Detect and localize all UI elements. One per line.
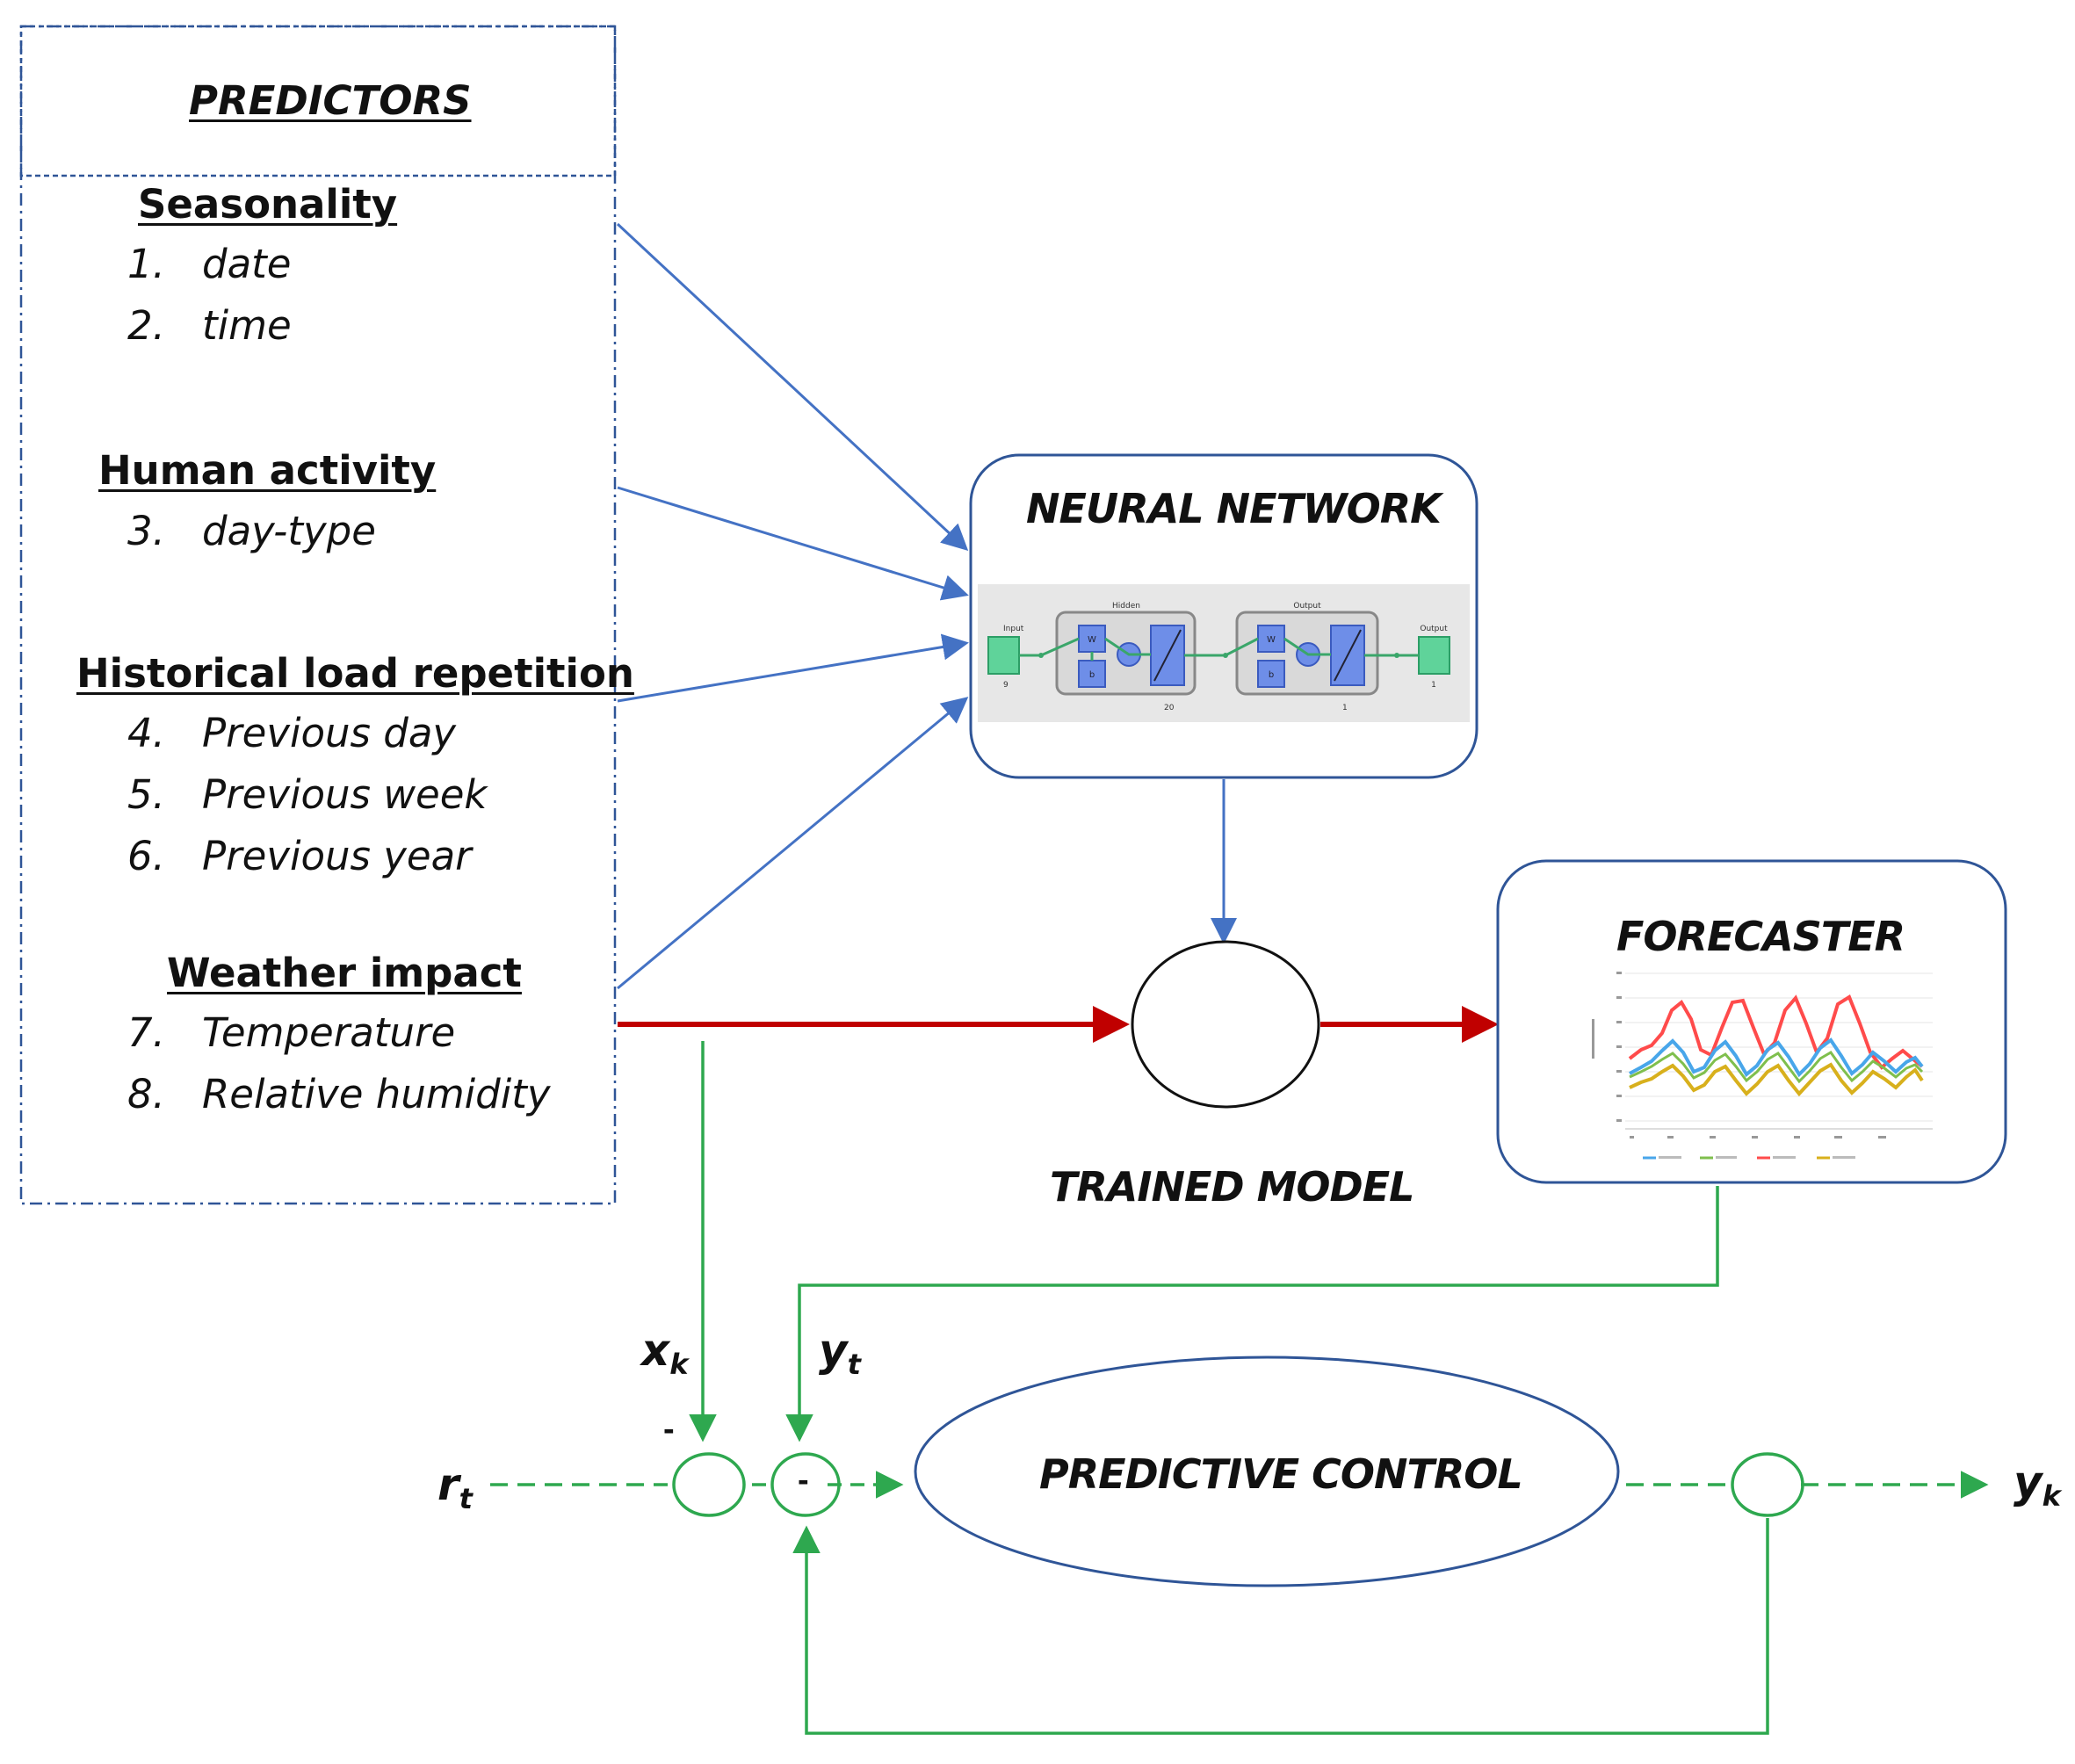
item-previous-week: Previous week xyxy=(202,771,488,818)
nn-architecture-image: Input 9 Hidden W b 20 Output W b 1 Outpu… xyxy=(987,602,1450,712)
trained-model-label: TRAINED MODEL xyxy=(1050,1163,1414,1211)
heading-weather-impact: Weather impact xyxy=(167,950,522,996)
svg-text:W: W xyxy=(1267,635,1276,645)
nn-hidden-label: Hidden xyxy=(1112,602,1140,611)
item-number: 4. xyxy=(127,710,165,756)
nn-hidden-count: 20 xyxy=(1164,704,1175,712)
predictors-title: PREDICTORS xyxy=(189,77,472,124)
item-time: time xyxy=(202,302,292,349)
item-previous-day: Previous day xyxy=(202,710,457,756)
nn-output-node xyxy=(1418,636,1450,675)
nn-output-label: Output xyxy=(1420,625,1448,633)
forecast-series-yellow xyxy=(1629,1062,1924,1097)
y-t-label: yt xyxy=(819,1325,861,1381)
svg-text:b: b xyxy=(1089,670,1095,680)
svg-text:W: W xyxy=(1088,635,1096,645)
item-number: 6. xyxy=(127,833,165,879)
item-number: 8. xyxy=(127,1071,165,1117)
control-loop xyxy=(490,1041,1989,1735)
nn-output-w xyxy=(1257,625,1285,653)
item-day-type: day-type xyxy=(202,508,376,554)
r-t-label: rt xyxy=(437,1459,473,1515)
svg-text:b: b xyxy=(1269,670,1274,680)
heading-historical-load: Historical load repetition xyxy=(76,650,634,697)
neural-network-box xyxy=(969,453,1479,779)
nn-output-count: 1 xyxy=(1431,681,1436,690)
item-date: date xyxy=(202,241,292,287)
nn-output-layer-count: 1 xyxy=(1342,704,1348,712)
feedback-loop xyxy=(792,1518,1769,1735)
y-k-label: yk xyxy=(2014,1457,2061,1513)
minus-sign-inner: - xyxy=(798,1462,809,1499)
item-number: 2. xyxy=(127,302,165,349)
item-number: 5. xyxy=(127,771,165,818)
item-number: 1. xyxy=(127,241,165,287)
sum-node-1 xyxy=(672,1452,746,1517)
trained-model-node xyxy=(1131,940,1320,1109)
forecast-series-red xyxy=(1628,994,1924,1070)
nn-output-layer-label: Output xyxy=(1293,602,1321,611)
heading-human-activity: Human activity xyxy=(98,447,437,494)
heading-seasonality: Seasonality xyxy=(138,181,398,228)
item-temperature: Temperature xyxy=(202,1009,456,1056)
item-previous-year: Previous year xyxy=(202,833,472,879)
arrow-human-activity xyxy=(617,486,969,601)
item-number: 7. xyxy=(127,1009,165,1056)
nn-output-b xyxy=(1257,660,1285,688)
nn-input-count: 9 xyxy=(1003,681,1009,690)
arrow-seasonality xyxy=(616,222,969,552)
item-number: 3. xyxy=(127,508,165,554)
output-node xyxy=(1731,1452,1804,1517)
nn-input-label: Input xyxy=(1003,625,1024,633)
predictive-control-node xyxy=(914,1356,1620,1587)
x-k-label: xk xyxy=(641,1325,689,1381)
predictor-arrows xyxy=(616,222,969,990)
nn-input-node xyxy=(987,636,1020,675)
forecaster-title: FORECASTER xyxy=(1616,913,1905,960)
neural-network-title: NEURAL NETWORK xyxy=(1026,485,1442,532)
predictive-control-label: PREDICTIVE CONTROL xyxy=(1039,1450,1523,1498)
arrow-weather xyxy=(617,697,969,990)
item-relative-humidity: Relative humidity xyxy=(202,1071,551,1117)
forecast-series-green xyxy=(1629,1051,1924,1084)
arrow-historical-load xyxy=(617,633,969,703)
forecast-series-blue xyxy=(1629,1037,1924,1078)
forecaster-chart-image xyxy=(1592,972,1933,1160)
arrow-forecaster-to-y xyxy=(785,1186,1719,1442)
predictors-box xyxy=(19,25,617,1205)
minus-sign-x: - xyxy=(663,1411,675,1448)
sum-node-2 xyxy=(770,1452,841,1517)
